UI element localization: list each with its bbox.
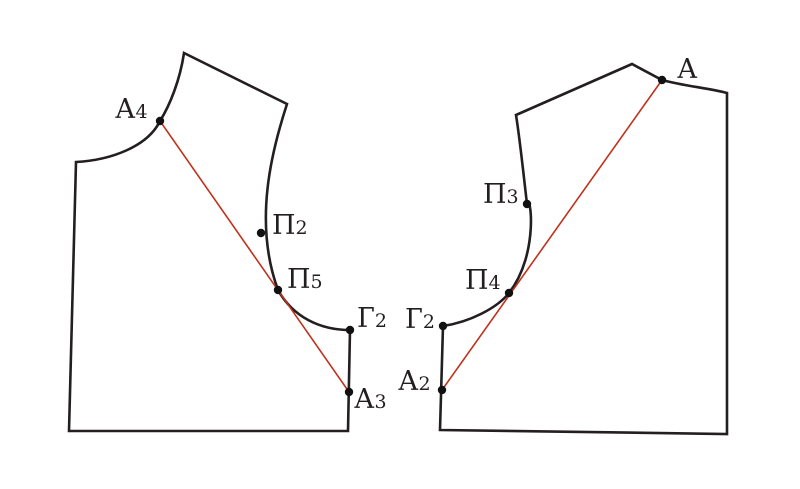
- label-a2: А2: [398, 366, 431, 397]
- label-a3: А3: [354, 384, 387, 415]
- right-guide-line: [441, 79, 663, 391]
- label-p4: П4: [465, 265, 501, 296]
- point-g2-right: [438, 321, 448, 331]
- label-p5: П5: [287, 264, 323, 295]
- point-g2-left: [345, 325, 355, 335]
- point-a2: [437, 385, 447, 395]
- label-g2-right: Г2: [405, 304, 435, 335]
- point-a4: [155, 116, 165, 126]
- right-piece-outline: [438, 62, 729, 436]
- label-a: А: [677, 54, 698, 85]
- right-pattern-piece: А П3 П4 Г2 А2: [398, 54, 729, 436]
- point-a: [657, 75, 667, 85]
- label-p2: П2: [272, 210, 308, 241]
- point-p2: [256, 228, 266, 238]
- label-a4: А4: [115, 94, 148, 125]
- point-p5: [273, 285, 283, 295]
- point-p3: [522, 199, 532, 209]
- label-p3: П3: [483, 179, 519, 210]
- left-pattern-piece: А4 П2 П5 Г2 А3: [67, 51, 387, 433]
- left-guide-line: [159, 120, 350, 393]
- label-g2-left: Г2: [357, 303, 387, 334]
- point-a3: [344, 387, 354, 397]
- point-p4: [504, 288, 514, 298]
- left-piece-outline: [67, 51, 352, 433]
